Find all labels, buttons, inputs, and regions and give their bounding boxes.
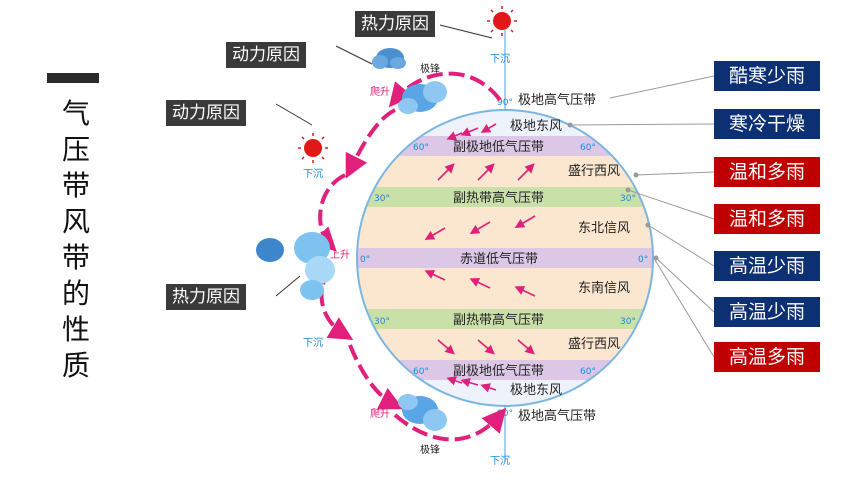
- wind-arrows: [424, 123, 536, 393]
- label-jifeng: 极锋: [420, 443, 440, 456]
- property-box: 高温少雨: [714, 251, 820, 281]
- title-char: 压: [61, 133, 90, 166]
- cloud-icon: [372, 48, 406, 69]
- degree-label: 30°: [374, 317, 390, 327]
- belt-westerlies-top: 盛行西风: [568, 164, 620, 179]
- title-char: 风: [61, 205, 90, 238]
- belt-polar-east-top: 极地东风: [510, 119, 562, 134]
- callout-lines: [275, 24, 493, 297]
- degree-label: 0°: [360, 255, 370, 265]
- title-char: 带: [61, 169, 90, 202]
- label-pasheng: 爬升: [370, 86, 390, 98]
- cause-label-thermal-bottom: 热力原因: [166, 284, 246, 310]
- cloud-icon: [398, 81, 447, 114]
- cause-label-dynamic-2: 动力原因: [166, 100, 246, 126]
- degree-label: 30°: [374, 194, 390, 204]
- cause-label-dynamic-1: 动力原因: [226, 42, 306, 68]
- cause-label-thermal-top: 热力原因: [355, 11, 435, 37]
- degree-label: 30°: [620, 194, 636, 204]
- title-char: 气: [61, 97, 90, 130]
- belt-subtropical-high-top: 副热带高气压带: [453, 190, 544, 206]
- belt-se-trade: 东南信风: [578, 280, 630, 296]
- belt-subpolar-low-top: 副极地低气压带: [453, 139, 544, 155]
- label-xiachen: 下沉: [490, 454, 510, 467]
- property-box: 高温多雨: [714, 342, 820, 372]
- belt-subpolar-low-bottom: 副极地低气压带: [453, 363, 544, 379]
- degree-label: 60°: [580, 143, 596, 153]
- degree-label: 0°: [638, 255, 648, 265]
- belt-polar-high-top: 极地高气压带: [518, 92, 596, 108]
- degree-label: 60°: [413, 367, 429, 377]
- property-box: 温和多雨: [714, 204, 820, 234]
- label-pasheng: 爬升: [370, 408, 390, 420]
- property-box: 温和多雨: [714, 157, 820, 187]
- cloud-icon: [398, 394, 447, 431]
- label-shangsheng: 上升: [330, 249, 350, 261]
- property-box: 高温少雨: [714, 297, 820, 327]
- belt-subtropical-high-bottom: 副热带高气压带: [453, 312, 544, 328]
- property-box: 寒冷干燥: [714, 109, 820, 139]
- leader-lines: [569, 75, 715, 358]
- label-xiachen: 下沉: [303, 167, 323, 180]
- label-jifeng: 极锋: [420, 62, 440, 75]
- label-xiachen: 下沉: [490, 52, 510, 65]
- belt-westerlies-bottom: 盛行西风: [568, 337, 620, 352]
- vertical-title: 气 压 带 风 带 的 性 质: [58, 96, 94, 384]
- belt-equatorial-low: 赤道低气压带: [460, 251, 538, 267]
- degree-label: 60°: [580, 367, 596, 377]
- belt-polar-east-bottom: 极地东风: [510, 383, 562, 398]
- property-box: 酷寒少雨: [714, 61, 820, 91]
- belt-ne-trade: 东北信风: [578, 221, 630, 236]
- title-char: 的: [61, 277, 90, 310]
- title-char: 质: [61, 349, 90, 382]
- degree-label: 90°: [497, 98, 513, 108]
- sun-icon: [487, 6, 517, 36]
- title-accent-bar: [47, 73, 99, 83]
- title-char: 性: [61, 313, 90, 346]
- belt-polar-high-bottom: 极地高气压带: [518, 408, 596, 424]
- label-xiachen: 下沉: [303, 336, 323, 349]
- degree-label: 30°: [620, 317, 636, 327]
- degree-label: 60°: [413, 143, 429, 153]
- title-char: 带: [61, 241, 90, 274]
- sun-icon: [298, 133, 328, 163]
- cloud-icon: [256, 232, 335, 300]
